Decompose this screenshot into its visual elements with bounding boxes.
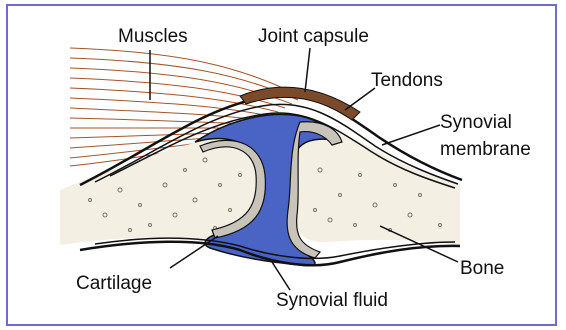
- joint-capsule-label: Joint capsule: [258, 26, 369, 47]
- tendons-label: Tendons: [371, 70, 443, 91]
- cartilage-label: Cartilage: [76, 273, 152, 294]
- bone-label: Bone: [460, 258, 504, 279]
- muscles-label: Muscles: [118, 26, 188, 47]
- synovial-membrane-label-line2: membrane: [440, 139, 531, 160]
- synovial-membrane-label-line1: Synovial: [440, 112, 512, 133]
- synovial-fluid-label: Synovial fluid: [276, 290, 388, 311]
- right-bone: [296, 128, 460, 246]
